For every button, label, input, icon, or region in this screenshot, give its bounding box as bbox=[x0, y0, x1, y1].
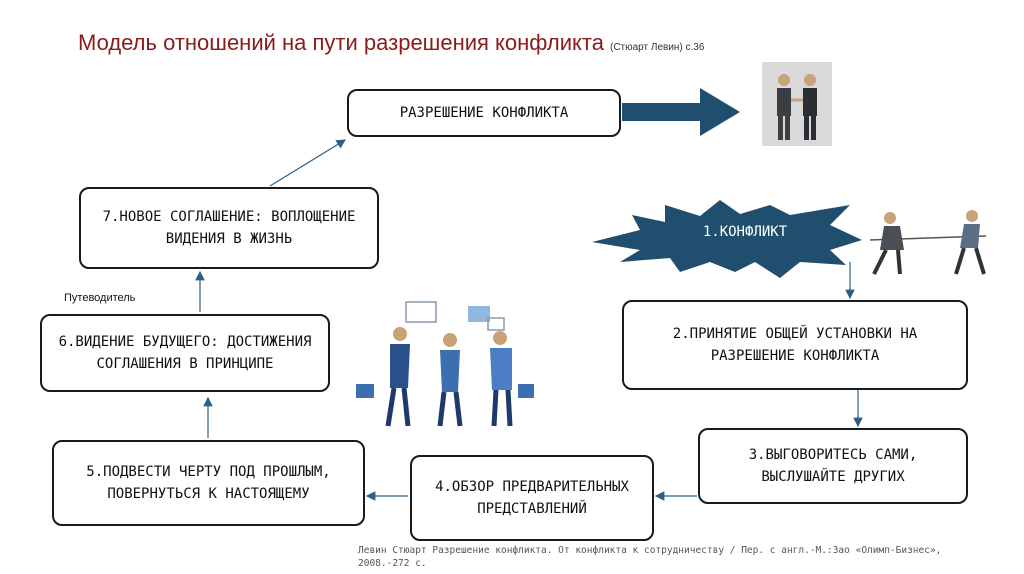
business-discussion-illustration bbox=[352, 300, 542, 432]
tug-of-war-illustration bbox=[860, 200, 996, 286]
resolution-box: РАЗРЕШЕНИЕ КОНФЛИКТА bbox=[347, 89, 621, 137]
handshake-illustration bbox=[762, 62, 832, 146]
step7-box: 7.НОВОЕ СОГЛАШЕНИЕ: ВОПЛОЩЕНИЕ ВИДЕНИЯ В… bbox=[79, 187, 379, 269]
page-title: Модель отношений на пути разрешения конф… bbox=[78, 30, 704, 56]
step6-box: 6.ВИДЕНИЕ БУДУЩЕГО: ДОСТИЖЕНИЯ СОГЛАШЕНИ… bbox=[40, 314, 330, 392]
step5-box: 5.ПОДВЕСТИ ЧЕРТУ ПОД ПРОШЛЫМ, ПОВЕРНУТЬС… bbox=[52, 440, 365, 526]
title-source: (Стюарт Левин) с.36 bbox=[609, 42, 705, 53]
conflict-burst bbox=[592, 200, 862, 278]
guide-label: Путеводитель bbox=[64, 292, 136, 304]
title-main: Модель отношений на пути разрешения конф… bbox=[78, 30, 604, 55]
reference-text: Левин Стюарт Разрешение конфликта. От ко… bbox=[358, 545, 942, 569]
step4-box: 4.ОБЗОР ПРЕДВАРИТЕЛЬНЫХ ПРЕДСТАВЛЕНИЙ bbox=[410, 455, 654, 541]
arrow-7-to-resolution bbox=[269, 139, 347, 187]
step2-box: 2.ПРИНЯТИЕ ОБЩЕЙ УСТАНОВКИ НА РАЗРЕШЕНИЕ… bbox=[622, 300, 968, 390]
conflict-label: 1.КОНФЛИКТ bbox=[702, 224, 788, 240]
step3-box: 3.ВЫГОВОРИТЕСЬ САМИ, ВЫСЛУШАЙТЕ ДРУГИХ bbox=[698, 428, 968, 504]
big-arrow bbox=[622, 88, 740, 136]
